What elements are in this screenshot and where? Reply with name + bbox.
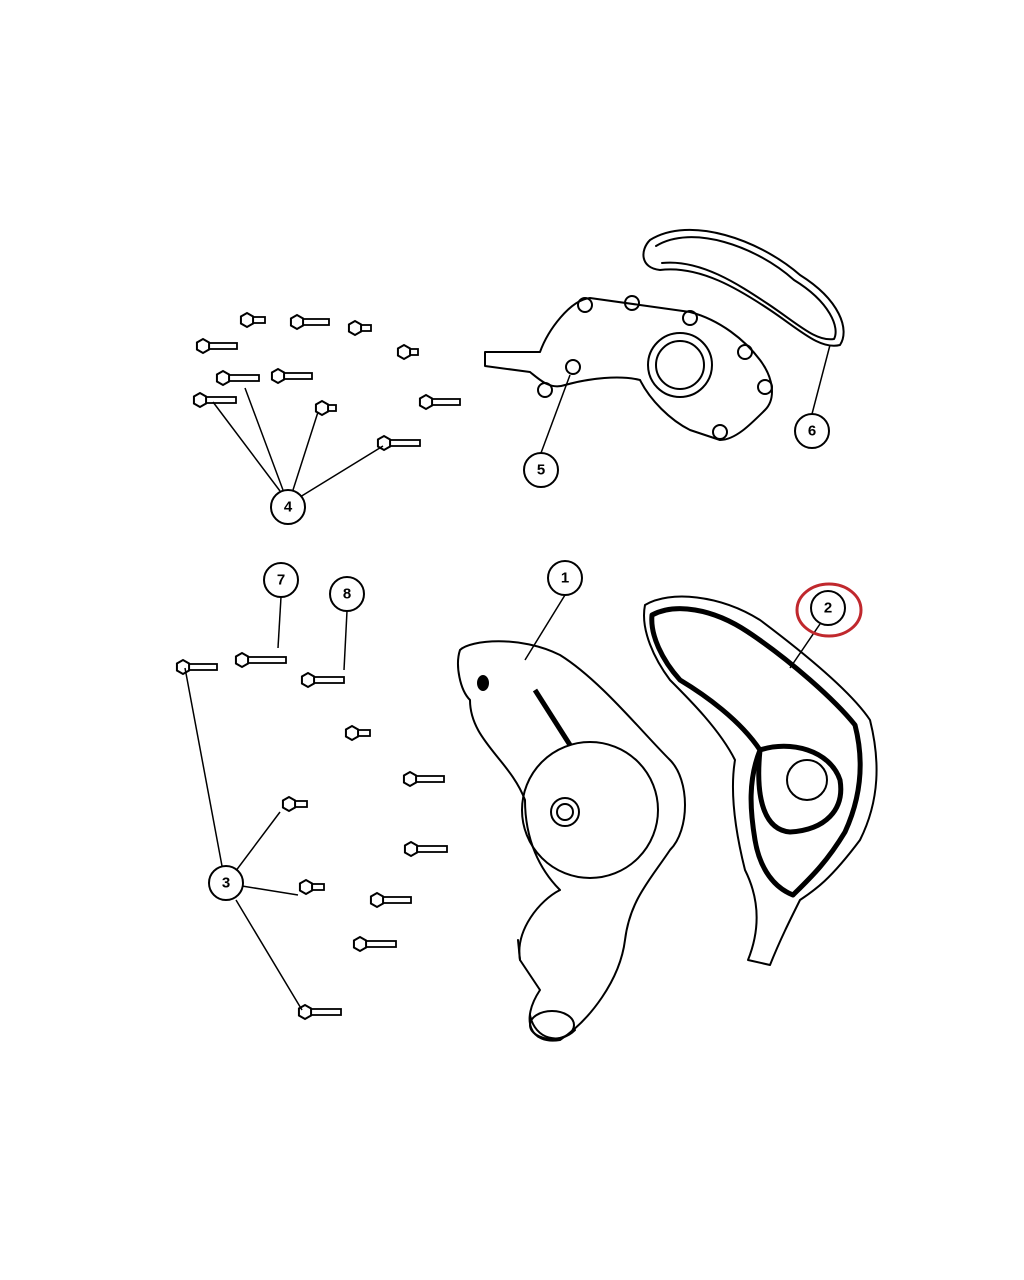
callout-3: 3 bbox=[208, 865, 244, 901]
bolt bbox=[298, 878, 325, 896]
bolt bbox=[314, 399, 337, 417]
bolt bbox=[175, 658, 218, 676]
callout-8: 8 bbox=[329, 576, 365, 612]
callout-number: 2 bbox=[824, 600, 832, 617]
callout-4: 4 bbox=[270, 489, 306, 525]
bolt bbox=[402, 770, 445, 788]
bolt bbox=[239, 311, 266, 329]
bolt bbox=[344, 724, 371, 742]
callout-number: 7 bbox=[277, 572, 285, 589]
bolt bbox=[289, 313, 330, 331]
callout-number: 5 bbox=[537, 462, 545, 479]
bolt bbox=[300, 671, 345, 689]
bolt bbox=[352, 935, 397, 953]
bolt bbox=[376, 434, 421, 452]
callout-7: 7 bbox=[263, 562, 299, 598]
water-pump-gasket bbox=[643, 595, 878, 966]
callout-number: 3 bbox=[222, 875, 230, 892]
bolt bbox=[270, 367, 313, 385]
water-pump bbox=[457, 640, 686, 1042]
housing-seal bbox=[642, 228, 845, 347]
callout-number: 8 bbox=[343, 586, 351, 603]
leader-lines bbox=[184, 344, 831, 1011]
bolt bbox=[403, 840, 448, 858]
callout-2: 2 bbox=[810, 590, 846, 626]
callout-number: 4 bbox=[284, 499, 293, 516]
bolt bbox=[396, 343, 419, 361]
bolt bbox=[418, 393, 461, 411]
bolt bbox=[195, 337, 238, 355]
bolt bbox=[192, 391, 237, 409]
callout-number: 6 bbox=[808, 423, 816, 440]
bolt bbox=[347, 319, 372, 337]
bolt bbox=[369, 891, 412, 909]
callout-1: 1 bbox=[547, 560, 583, 596]
bolt bbox=[297, 1003, 342, 1021]
callout-5: 5 bbox=[523, 452, 559, 488]
coolant-housing bbox=[484, 295, 773, 441]
bolts bbox=[175, 311, 461, 1021]
highlight-ring bbox=[795, 582, 863, 638]
bolt bbox=[234, 651, 287, 669]
bolt bbox=[215, 369, 260, 387]
bolt bbox=[281, 795, 308, 813]
callout-number: 1 bbox=[561, 570, 569, 587]
callout-6: 6 bbox=[794, 413, 830, 449]
